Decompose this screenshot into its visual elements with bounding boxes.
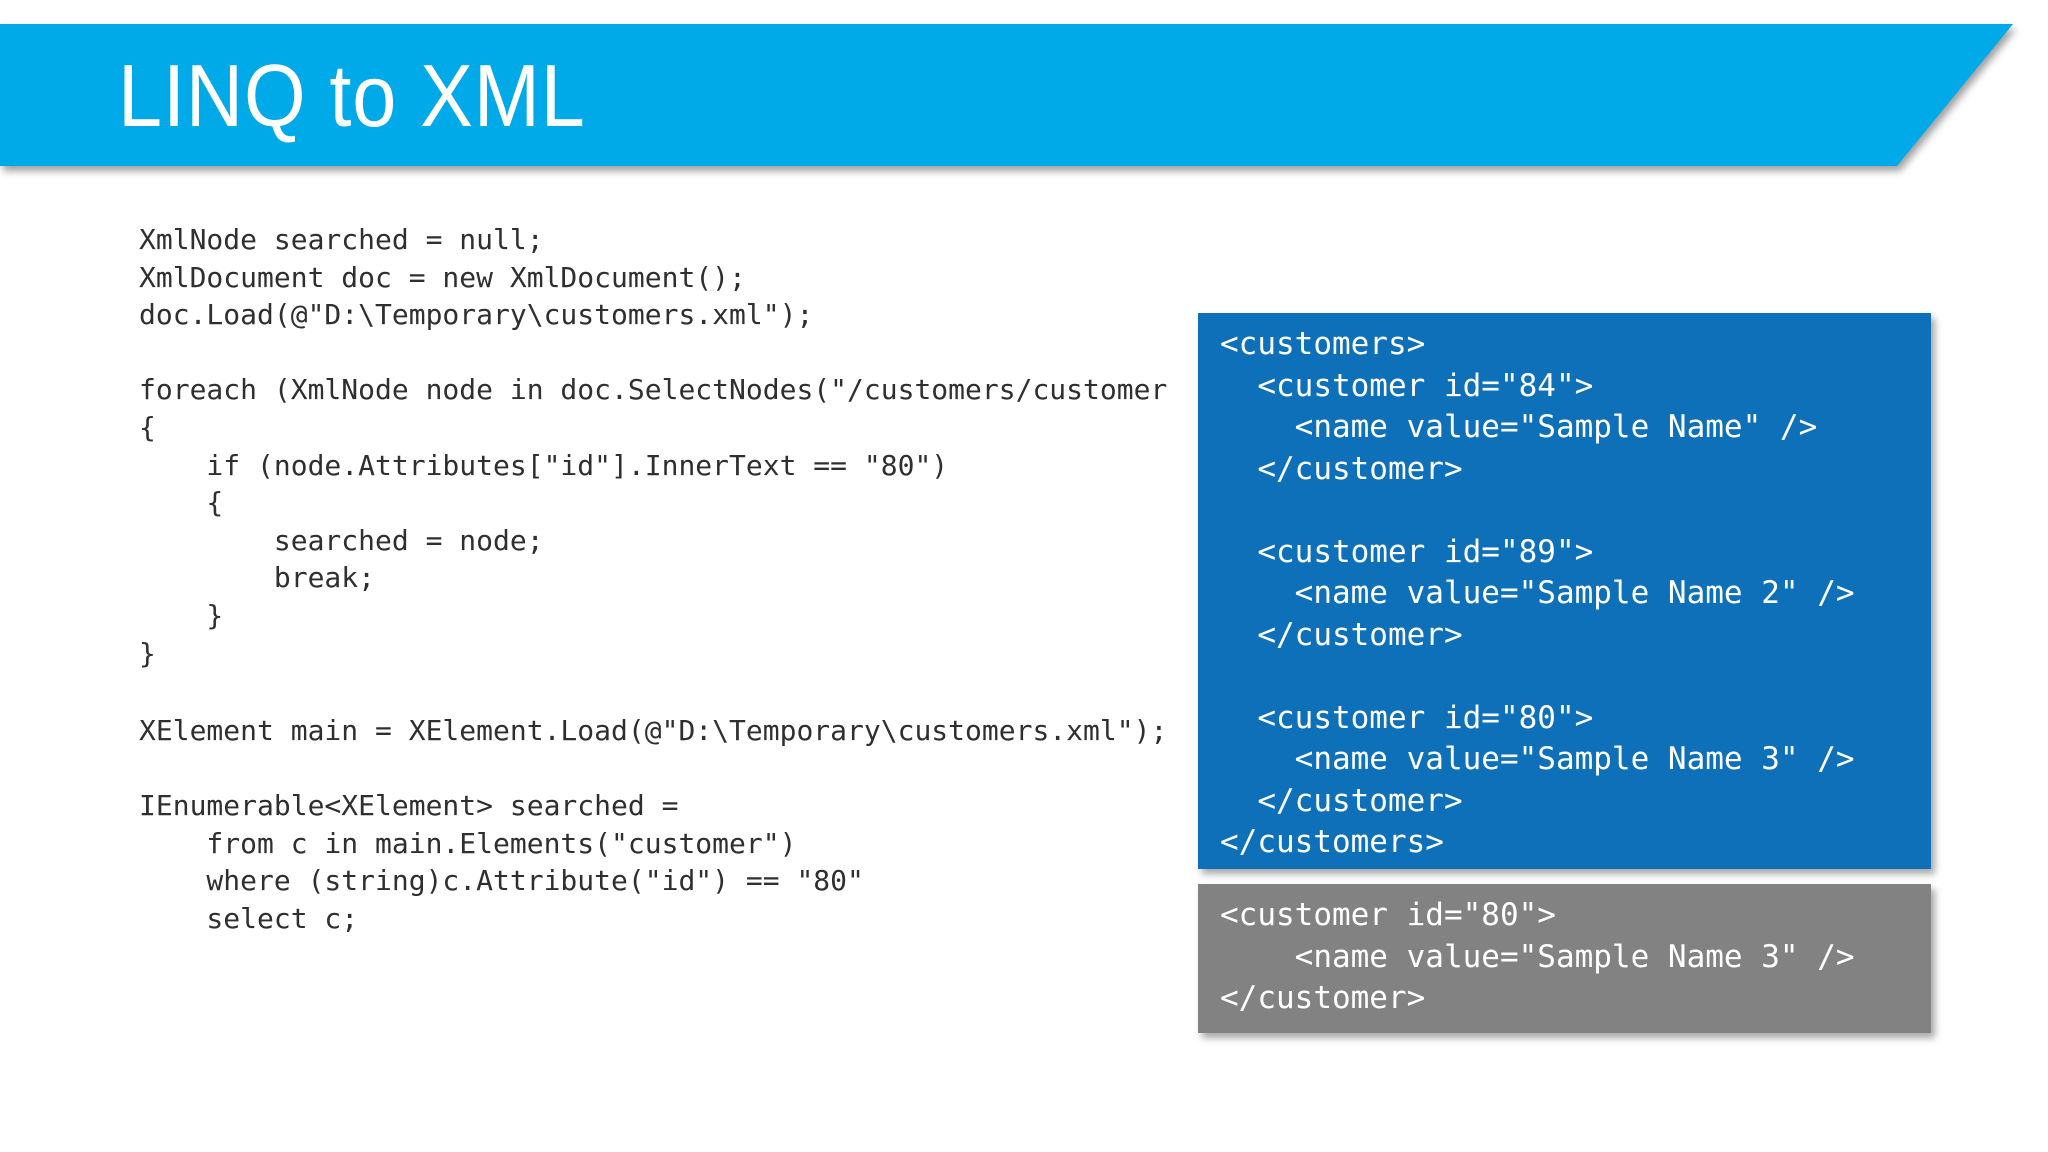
xml-source-panel: <customers> <customer id="84"> <name val…	[1198, 313, 1931, 869]
xml-result-text: <customer id="80"> <name value="Sample N…	[1220, 897, 1855, 1016]
code-text-linq: XElement main = XElement.Load(@"D:\Tempo…	[139, 714, 1168, 935]
xml-source-text: <customers> <customer id="84"> <name val…	[1220, 326, 1855, 860]
slide-title: LINQ to XML	[118, 46, 586, 145]
xml-result-panel: <customer id="80"> <name value="Sample N…	[1198, 884, 1931, 1033]
code-text-xmldocument: XmlNode searched = null; XmlDocument doc…	[139, 223, 1168, 670]
